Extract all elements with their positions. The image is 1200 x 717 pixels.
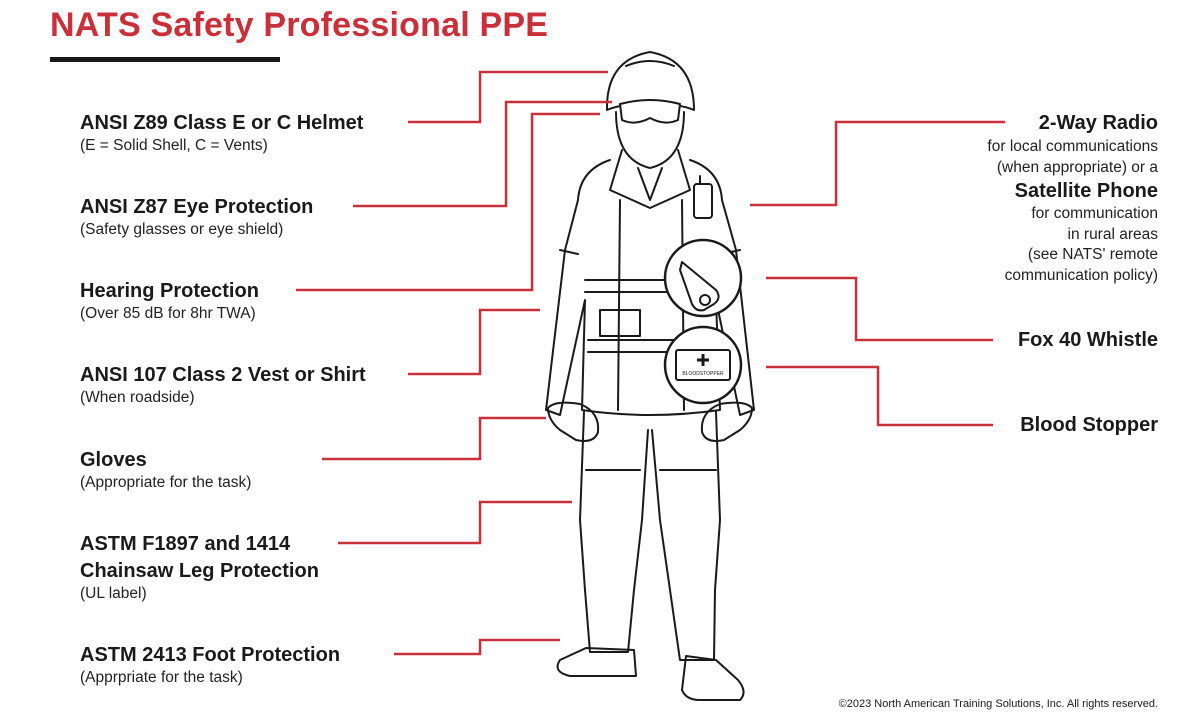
label-foot-sub: (Apprpriate for the task) (80, 669, 243, 686)
right-boot-icon (681, 655, 745, 701)
label-radio-sub3: for communication (1031, 205, 1158, 223)
label-vest-sub: (When roadside) (80, 389, 195, 406)
helmet-ridge (625, 60, 675, 67)
label-leg-heading: ASTM F1897 and 1414 (80, 533, 291, 555)
label-vest-heading: ANSI 107 Class 2 Vest or Shirt (80, 364, 366, 386)
label-hearing-heading: Hearing Protection (80, 280, 259, 302)
leader-radio (750, 120, 1005, 207)
glasses-icon (619, 99, 681, 124)
label-eye-sub: (Safety glasses or eye shield) (80, 221, 284, 238)
label-gloves-sub: (Appropriate for the task) (80, 474, 252, 491)
label-blood-stopper: Blood Stopper (1020, 413, 1158, 437)
leader-whistle (766, 276, 993, 342)
label-leg-sub: (UL label) (80, 585, 147, 602)
radio-icon (693, 183, 713, 219)
left-glove-icon (547, 401, 600, 442)
leader-blood (766, 365, 993, 427)
label-gloves-heading: Gloves (80, 449, 147, 471)
right-glove-icon (700, 401, 753, 442)
label-eye-heading: ANSI Z87 Eye Protection (80, 196, 314, 218)
label-eye-protection: ANSI Z87 Eye Protection (Safety glasses … (80, 195, 313, 240)
left-boot-icon (556, 647, 637, 677)
label-radio-sub1: for local communications (987, 138, 1158, 155)
page-title: NATS Safety Professional PPE (50, 6, 549, 44)
label-foot-heading: ASTM 2413 Foot Protection (80, 644, 341, 666)
face-outline (615, 111, 685, 169)
label-helmet-sub: (E = Solid Shell, C = Vents) (80, 137, 268, 154)
copyright-notice: ©2023 North American Training Solutions,… (838, 698, 1158, 710)
leader-leg (338, 500, 572, 545)
leader-vest (408, 308, 540, 376)
leader-helmet (408, 70, 608, 124)
jacket-body (545, 159, 755, 416)
leg-left (579, 411, 649, 653)
label-hearing-protection: Hearing Protection (Over 85 dB for 8hr T… (80, 279, 259, 324)
leg-right (651, 411, 721, 661)
collar (609, 149, 691, 209)
label-satellite-heading: Satellite Phone (1014, 180, 1158, 203)
label-radio-heading: 2-Way Radio (1038, 112, 1158, 134)
leader-hearing (296, 112, 600, 292)
label-radio: 2-Way Radio for local communications (wh… (987, 111, 1158, 286)
label-radio-sub5: (see NATS' remote (1027, 246, 1158, 264)
label-gloves: Gloves (Appropriate for the task) (80, 448, 251, 493)
first-aid-cross-icon (697, 354, 709, 366)
label-helmet-heading: ANSI Z89 Class E or C Helmet (80, 112, 364, 134)
label-leg-protection: ASTM F1897 and 1414 Chainsaw Leg Protect… (80, 532, 319, 604)
leader-foot (394, 638, 560, 656)
leader-gloves (322, 416, 546, 461)
label-helmet: ANSI Z89 Class E or C Helmet (E = Solid … (80, 111, 363, 156)
label-foot-protection: ASTM 2413 Foot Protection (Apprpriate fo… (80, 643, 340, 688)
label-vest: ANSI 107 Class 2 Vest or Shirt (When roa… (80, 363, 366, 408)
label-whistle-heading: Fox 40 Whistle (1017, 329, 1158, 351)
title-underline (50, 57, 280, 62)
whistle-icon (679, 261, 720, 312)
label-blood-heading: Blood Stopper (1020, 414, 1158, 436)
label-radio-sub4: in rural areas (1067, 225, 1158, 243)
label-whistle: Fox 40 Whistle (1018, 328, 1158, 352)
label-hearing-sub: (Over 85 dB for 8hr TWA) (80, 305, 256, 322)
kit-label: BLOODSTOPPER (682, 371, 724, 377)
label-radio-sub2: (when appropriate) or a (996, 158, 1158, 176)
leader-eye (353, 100, 612, 208)
label-leg-heading-line2: Chainsaw Leg Protection (80, 560, 319, 582)
label-radio-sub6: communication policy) (1004, 266, 1158, 284)
